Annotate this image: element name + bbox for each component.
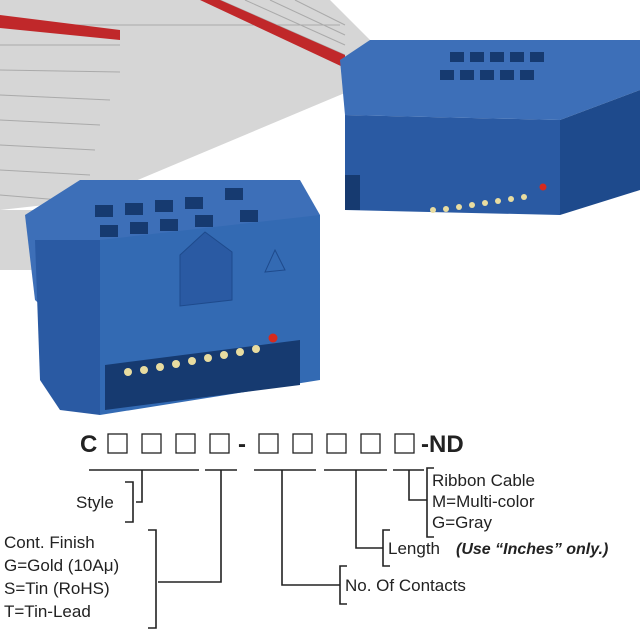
label-cable-multicolor: M=Multi-color	[432, 492, 535, 511]
label-finish-tinlead: T=Tin-Lead	[4, 602, 91, 621]
label-finish-title: Cont. Finish	[4, 533, 95, 552]
connector-right	[340, 40, 640, 215]
label-length: Length	[388, 539, 440, 558]
label-contacts: No. Of Contacts	[345, 576, 466, 595]
label-length-note: (Use “Inches” only.)	[456, 541, 608, 558]
connector-left	[25, 180, 320, 415]
label-finish-tin: S=Tin (RoHS)	[4, 579, 110, 598]
label-cable-gray: G=Gray	[432, 513, 492, 532]
part-suffix: -ND	[421, 431, 464, 458]
label-cable-title: Ribbon Cable	[432, 471, 535, 490]
part-prefix: C	[80, 431, 97, 458]
part-number: C - -ND	[80, 431, 464, 458]
leader-lines	[89, 467, 434, 629]
part-separator: -	[238, 431, 246, 458]
label-style: Style	[76, 493, 114, 512]
label-finish-gold: G=Gold (10Aμ)	[4, 556, 119, 575]
